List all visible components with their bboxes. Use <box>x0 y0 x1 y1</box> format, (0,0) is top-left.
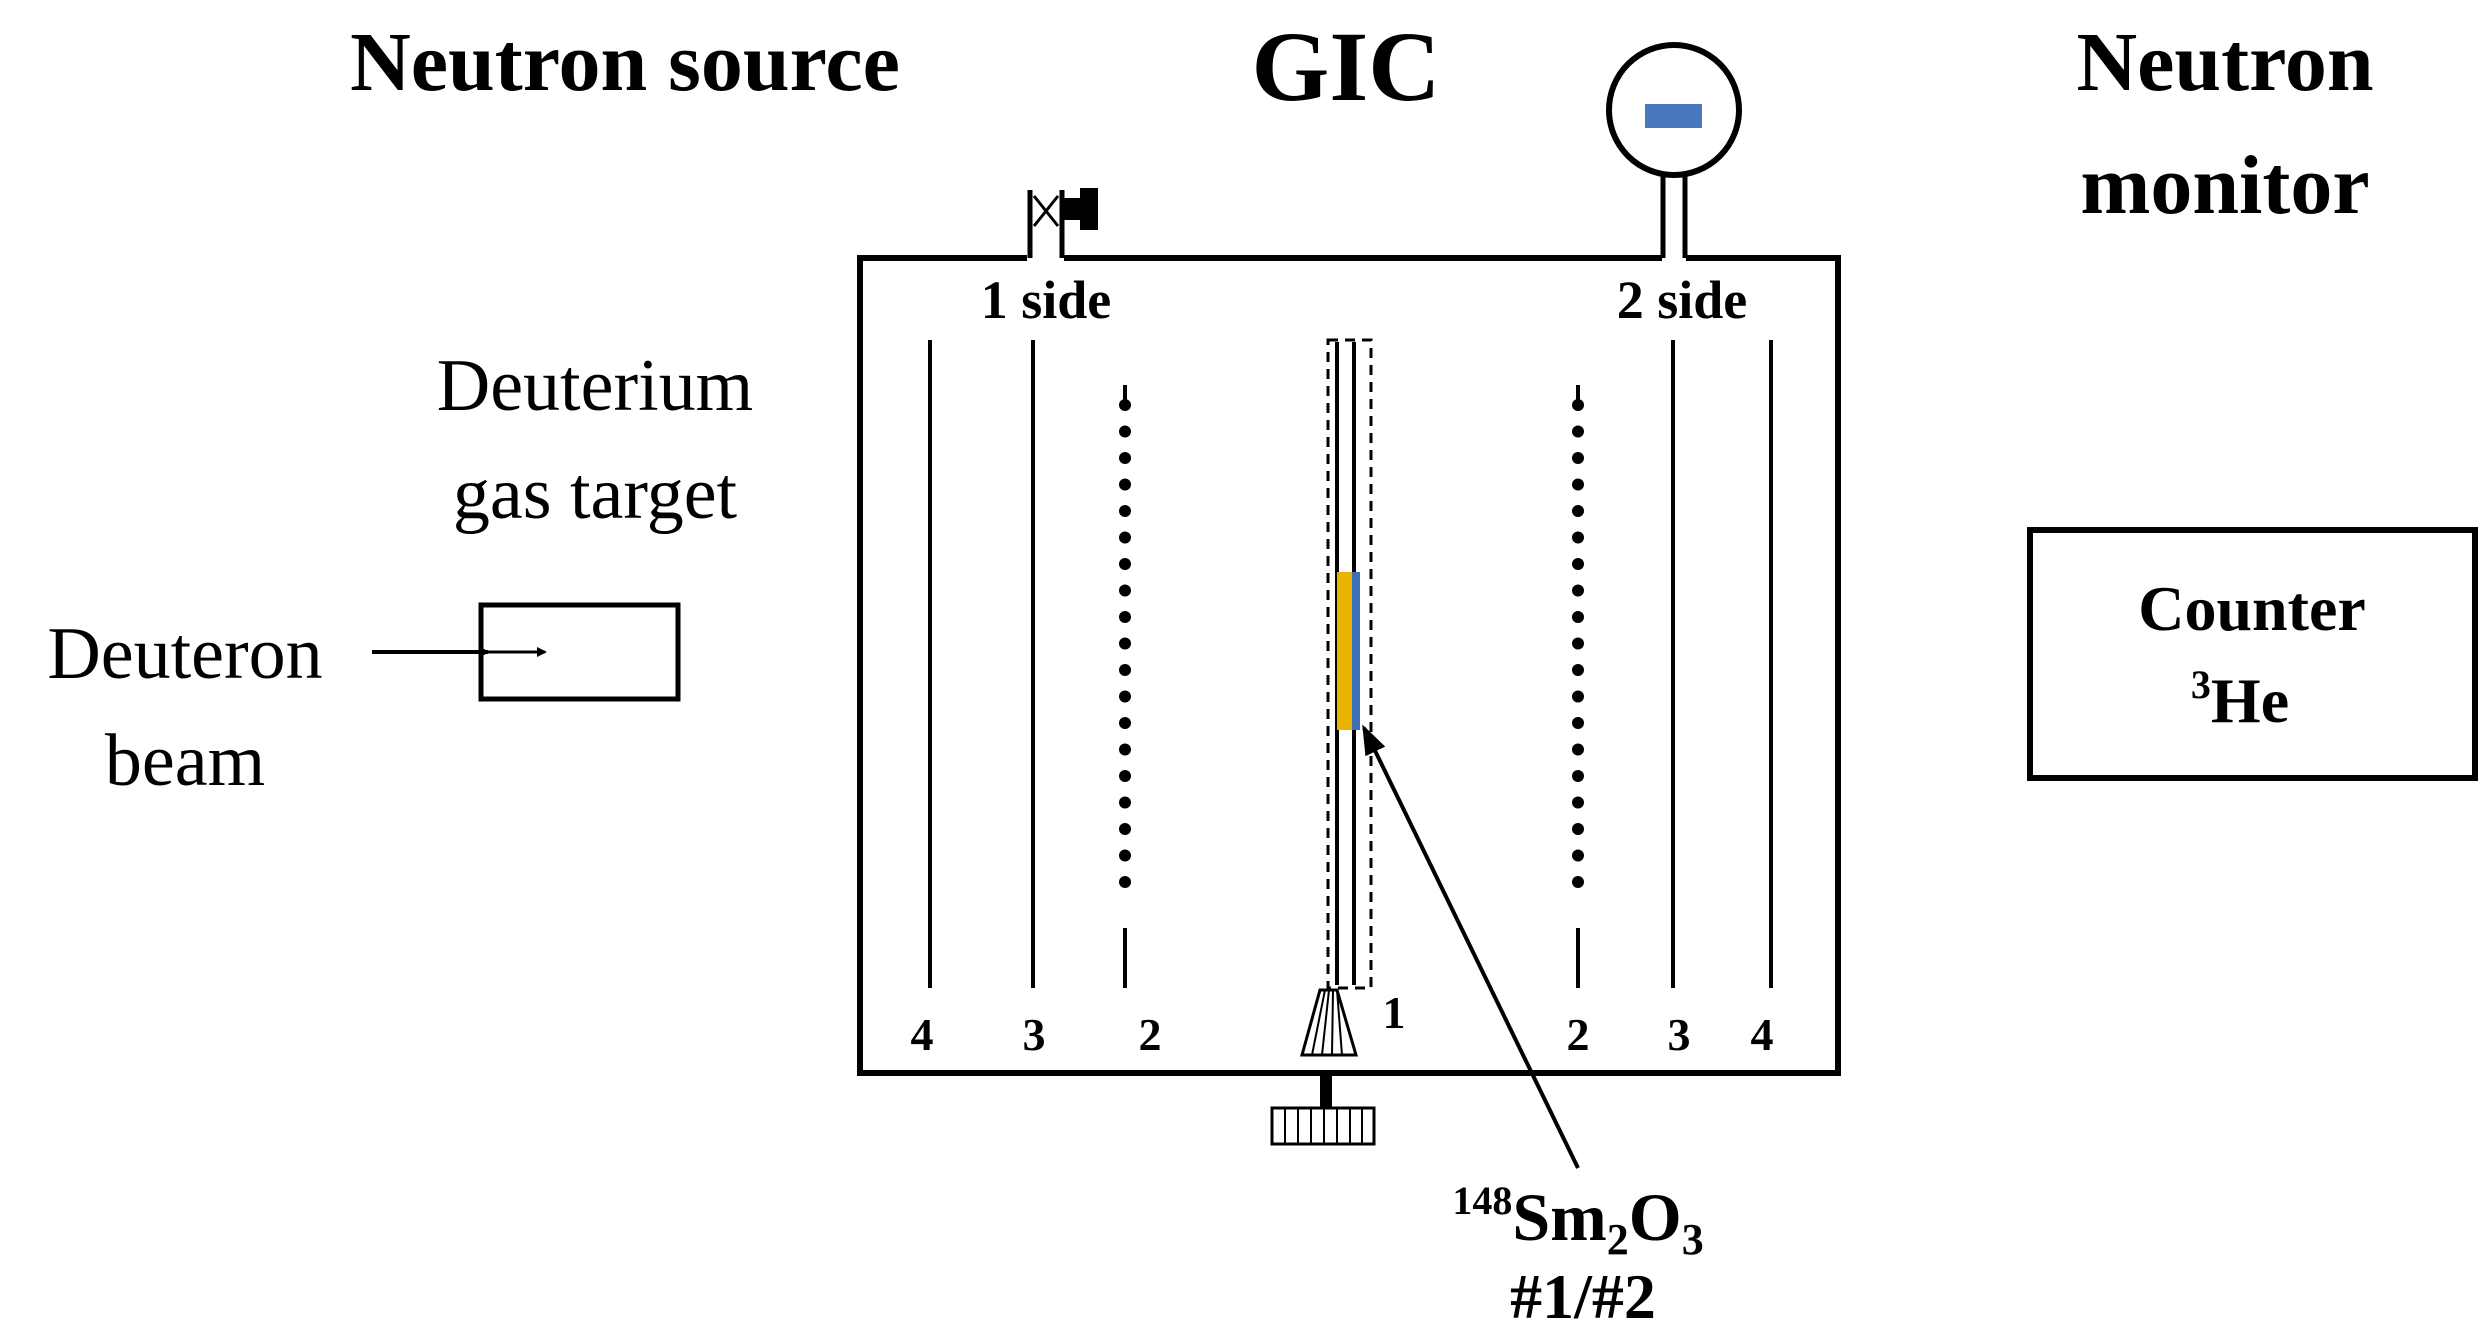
grid-wire-dot <box>1572 452 1584 464</box>
grid-wire-dot <box>1572 849 1584 862</box>
grid-wire-dot <box>1572 505 1584 517</box>
grid-wire-dot <box>1119 823 1131 835</box>
grid-wire-dot <box>1119 558 1131 570</box>
sample-ids-label: #1/#2 <box>1510 1261 1656 1321</box>
neutron-monitor-header-line2: monitor <box>2080 139 2369 232</box>
grid-wire-dot <box>1119 478 1131 491</box>
grid-wire-dot <box>1572 531 1584 544</box>
counter-label: Counter <box>2138 573 2366 644</box>
sample-subscript-2: 2 <box>1607 1215 1629 1264</box>
grid-wire-dot <box>1119 690 1131 703</box>
gas-target-box <box>478 602 681 702</box>
grid-wire-dot <box>1119 770 1131 782</box>
sample-pointer-arrow <box>1362 724 1580 1169</box>
grid-wire-dot <box>1119 637 1131 650</box>
grid-wire-dot <box>1119 743 1131 756</box>
grid-wire-dot <box>1572 611 1584 623</box>
grid-wire-dot <box>1119 849 1131 862</box>
he3-sup: 3 <box>2191 662 2211 707</box>
sample-element-sm: Sm <box>1512 1179 1606 1255</box>
grid-wire-dot <box>1572 770 1584 782</box>
grid-wire-dot <box>1119 611 1131 623</box>
gauge-indicator <box>1645 104 1702 128</box>
sample-element-o: O <box>1629 1179 1682 1255</box>
pressure-gauge-icon <box>1606 42 1742 262</box>
grid-wire-dot <box>1119 425 1131 438</box>
sample-formula-label: 148Sm2O3 <box>1452 1178 1703 1264</box>
side-2-label: 2 side <box>1617 270 1748 330</box>
electrode-label-1: 1 <box>1383 987 1406 1038</box>
grid-wire-dot <box>1572 717 1584 729</box>
grid-wire-dot <box>1119 876 1131 888</box>
sample-deposit-yellow <box>1337 572 1352 730</box>
grid-electrode-2-right <box>1572 399 1584 888</box>
grid-wire-dot <box>1119 399 1131 411</box>
grid-wire-dot <box>1572 690 1584 703</box>
neutron-monitor-header-line1: Neutron <box>2076 16 2373 109</box>
grid-wire-dot <box>1119 664 1131 676</box>
grid-wire-dot <box>1119 584 1131 597</box>
deuteron-beam-label-line1: Deuteron <box>47 613 322 695</box>
side-1-label: 1 side <box>981 270 1112 330</box>
gic-header: GIC <box>1252 11 1441 122</box>
he3-counter-box <box>2027 527 2478 781</box>
deuterium-target-label-line1: Deuterium <box>437 345 753 427</box>
electrode-label-4-right: 4 <box>1751 1009 1774 1060</box>
grid-wire-dot <box>1572 478 1584 491</box>
deuterium-target-label-line2: gas target <box>453 453 738 535</box>
grid-electrode-2-left <box>1119 399 1131 888</box>
electrode-label-4-left: 4 <box>911 1009 934 1060</box>
sample-isotope-sup: 148 <box>1452 1178 1512 1223</box>
he-text: He <box>2211 665 2289 736</box>
electrode-label-2-right: 2 <box>1567 1009 1590 1060</box>
grid-wire-dot <box>1119 505 1131 517</box>
grid-wire-dot <box>1119 796 1131 809</box>
grid-wire-dot <box>1119 717 1131 729</box>
grid-wire-dot <box>1572 637 1584 650</box>
grid-wire-dot <box>1572 664 1584 676</box>
he3-label: 3He <box>2191 662 2289 736</box>
sample-deposit-blue <box>1352 572 1360 730</box>
gic-chamber <box>857 255 1841 1076</box>
grid-wire-dot <box>1572 823 1584 835</box>
grid-wire-dot <box>1572 876 1584 888</box>
grid-wire-dot <box>1572 399 1584 411</box>
sample-holder-outline <box>1326 338 1373 990</box>
grid-wire-dot <box>1572 796 1584 809</box>
grid-wire-dot <box>1572 743 1584 756</box>
neutron-source-header: Neutron source <box>350 16 900 109</box>
grid-wire-dot <box>1572 425 1584 438</box>
electrode-label-3-right: 3 <box>1668 1009 1691 1060</box>
gas-valve-icon <box>1027 185 1098 261</box>
electrode-label-2-left: 2 <box>1139 1009 1162 1060</box>
rotation-knob-icon <box>1270 988 1376 1146</box>
grid-wire-dot <box>1572 558 1584 570</box>
grid-wire-dot <box>1119 452 1131 464</box>
grid-wire-dot <box>1119 531 1131 544</box>
deuteron-beam-label-line2: beam <box>105 720 265 802</box>
grid-wire-dot <box>1572 584 1584 597</box>
sample-subscript-3: 3 <box>1682 1215 1704 1264</box>
electrode-label-3-left: 3 <box>1023 1009 1046 1060</box>
